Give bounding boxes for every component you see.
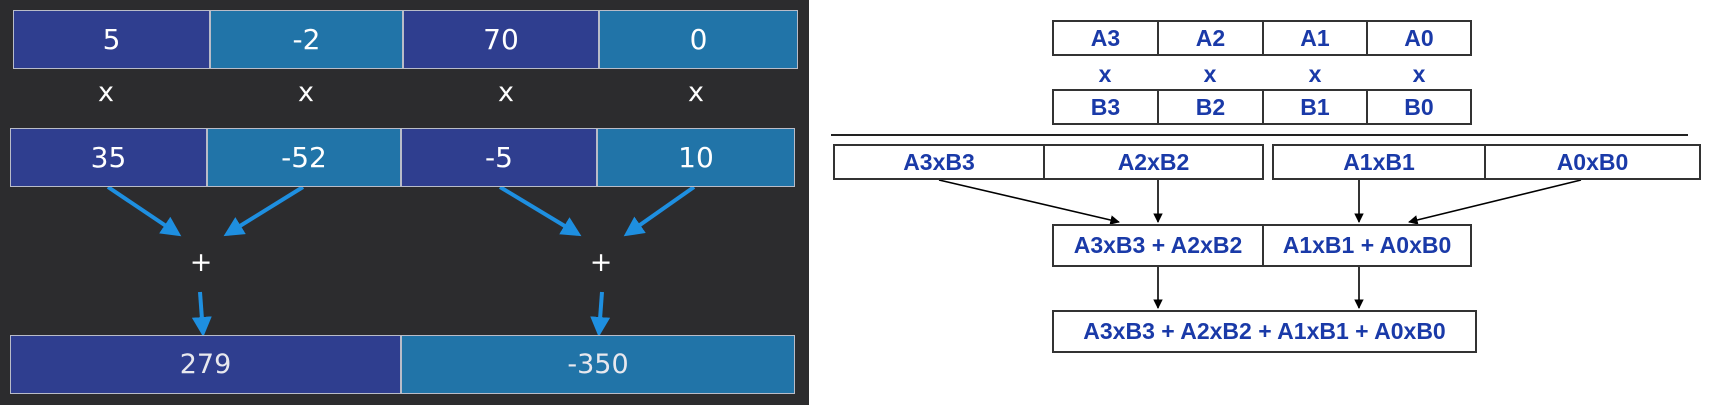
arrow-plus2-to-neg350 bbox=[590, 291, 611, 337]
numeric-example-panel: 5 -2 70 0 x x x x 35 -52 -5 10 + + 279 -… bbox=[0, 0, 809, 405]
times-symbol-2: x bbox=[1308, 61, 1322, 87]
b-cell-b1: B1 bbox=[1262, 89, 1368, 125]
arrow-plus1-to-279 bbox=[191, 291, 212, 337]
times-symbol-1: x bbox=[1203, 61, 1217, 87]
vector-b-cell-3: 10 bbox=[597, 128, 795, 187]
multiply-symbol-3: x bbox=[688, 77, 704, 108]
arrow-a0b0-to-sum bbox=[1408, 179, 1582, 225]
multiply-symbol-2: x bbox=[498, 77, 514, 108]
vector-b-cell-0: 35 bbox=[10, 128, 207, 187]
a-cell-a3: A3 bbox=[1052, 20, 1159, 56]
product-cell-a1xb1: A1xB1 bbox=[1272, 144, 1486, 180]
vector-b-cell-1: -52 bbox=[207, 128, 401, 187]
arrow-35-to-plus bbox=[106, 185, 182, 237]
separator-line bbox=[831, 134, 1688, 136]
a-cell-a2: A2 bbox=[1157, 20, 1264, 56]
arrow-a3b3-to-sum bbox=[938, 179, 1120, 225]
vector-a-cell-1: -2 bbox=[210, 10, 403, 69]
multiply-symbol-0: x bbox=[98, 77, 114, 108]
result-cell-1: -350 bbox=[401, 335, 795, 394]
times-symbol-0: x bbox=[1098, 61, 1112, 87]
symbolic-diagram-panel: A3 A2 A1 A0 x x x x B3 B2 B1 B0 A3xB3 A2… bbox=[809, 0, 1734, 405]
arrow-neg5-to-plus bbox=[498, 185, 582, 237]
partial-sum-right: A1xB1 + A0xB0 bbox=[1262, 224, 1472, 267]
arrow-neg52-to-plus bbox=[223, 185, 305, 237]
arrow-10-to-plus bbox=[623, 185, 696, 237]
plus-symbol-1: + bbox=[589, 247, 613, 278]
product-cell-a3xb3: A3xB3 bbox=[833, 144, 1045, 180]
a-cell-a0: A0 bbox=[1366, 20, 1472, 56]
partial-sum-left: A3xB3 + A2xB2 bbox=[1052, 224, 1264, 267]
numeric-arrows bbox=[106, 185, 696, 337]
b-cell-b0: B0 bbox=[1366, 89, 1472, 125]
final-sum: A3xB3 + A2xB2 + A1xB1 + A0xB0 bbox=[1052, 310, 1477, 353]
product-cell-a0xb0: A0xB0 bbox=[1484, 144, 1701, 180]
vector-a-cell-0: 5 bbox=[13, 10, 210, 69]
symbolic-arrows bbox=[938, 179, 1582, 309]
product-cell-a2xb2: A2xB2 bbox=[1043, 144, 1264, 180]
vector-a-cell-3: 0 bbox=[599, 10, 798, 69]
times-symbol-3: x bbox=[1412, 61, 1426, 87]
plus-symbol-0: + bbox=[189, 247, 213, 278]
a-cell-a1: A1 bbox=[1262, 20, 1368, 56]
multiply-symbol-1: x bbox=[298, 77, 314, 108]
vector-a-cell-2: 70 bbox=[403, 10, 599, 69]
b-cell-b3: B3 bbox=[1052, 89, 1159, 125]
b-cell-b2: B2 bbox=[1157, 89, 1264, 125]
vector-b-cell-2: -5 bbox=[401, 128, 597, 187]
result-cell-0: 279 bbox=[10, 335, 401, 394]
